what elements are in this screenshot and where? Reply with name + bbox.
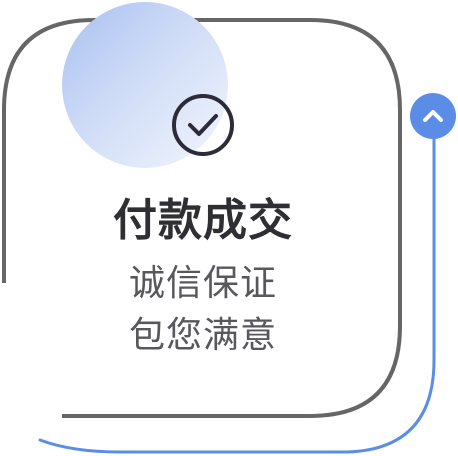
connector-line <box>38 130 436 454</box>
card-subtitle-line-2: 包您满意 <box>128 315 277 356</box>
card-border <box>2 18 402 418</box>
chevron-up-icon <box>423 110 443 122</box>
card-subtitle-line-1: 诚信保证 <box>128 263 277 304</box>
card-title: 付款成交 <box>113 195 293 246</box>
decorative-gradient-circle <box>62 2 228 168</box>
scroll-up-button[interactable] <box>410 93 456 139</box>
check-circle-icon <box>172 94 234 156</box>
